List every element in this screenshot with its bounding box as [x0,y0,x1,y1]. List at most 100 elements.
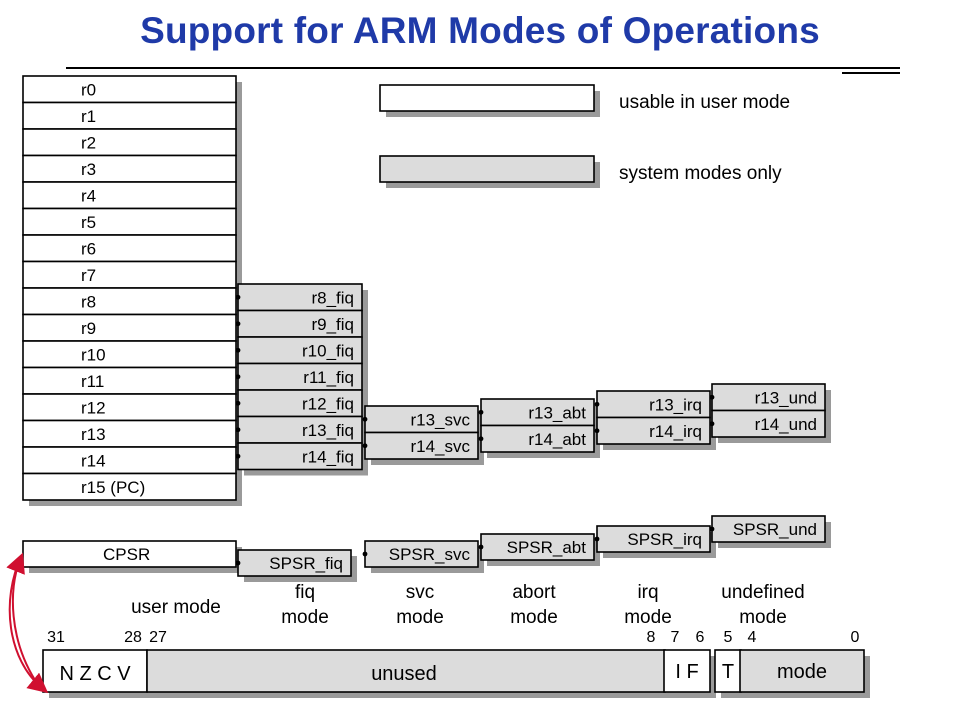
connector-dot [594,401,600,407]
user-register-box [22,393,237,422]
fiq-register-label: r8_fiq [311,289,354,308]
connector-dot [235,453,241,459]
psr-bit-number: 28 [124,629,142,646]
spsr-register-box [480,533,595,561]
und-register-label: r14_und [755,415,817,434]
fiq-register-box [237,283,363,312]
connector-dot [362,551,368,557]
user-register-box [22,313,237,342]
user-register-box [22,260,237,289]
user-register-label: r12 [81,399,106,418]
irq-register-label: r14_irq [649,422,702,441]
psr-bit-number: 31 [47,629,65,646]
svc-register-box [364,405,479,434]
user-register-box [22,287,237,316]
abt-register-label: r13_abt [528,404,586,423]
fiq-register-label: r12_fiq [302,395,354,414]
psr-bit-number: 4 [748,629,757,646]
psr-bit-number: 0 [851,629,860,646]
spsr-register-box [237,549,352,577]
user-register-box [22,181,237,210]
fiq-register-label: r11_fiq [303,368,354,387]
user-register-label: r1 [81,107,96,126]
connector-dot [709,394,715,400]
psr-bit-number: 6 [696,629,705,646]
user-register-label: r9 [81,319,96,338]
user-register-label: r15 (PC) [81,478,145,497]
user-register-box [22,446,237,475]
spsr-register-label: SPSR_und [733,520,817,539]
fiq-register-label: r13_fiq [302,421,354,440]
abt-register-box [480,398,595,427]
abt-register-box [480,424,595,453]
und-register-box [711,383,826,412]
cpsr-register-box [22,540,237,568]
user-register-label: r14 [81,452,106,471]
connector-dot [709,421,715,427]
fiq-register-label: r9_fiq [311,315,354,334]
user-register-label: r11 [81,372,104,391]
fiq-register-label: r10_fiq [302,342,354,361]
user-register-label: r7 [81,266,96,285]
legend-system-swatch [379,155,595,183]
format-cpsr-arrow [6,552,36,681]
user-register-box [22,75,237,104]
legend-system-label: system modes only [619,163,782,184]
irq-register-box [596,416,711,445]
fiq-register-box [237,336,363,365]
user-register-box [22,366,237,395]
psr-bit-number: 5 [724,629,733,646]
spsr-register-label: SPSR_svc [389,545,471,564]
connector-dot [235,374,241,380]
user-register-box [22,154,237,183]
user-register-label: r6 [81,240,96,259]
connector-dot [478,409,484,415]
user-register-label: r3 [81,160,96,179]
user-register-box [22,419,237,448]
spsr-register-box [711,515,826,543]
user-register-label: r13 [81,425,106,444]
fiq-register-box [237,389,363,418]
spsr-register-box [596,525,711,553]
svc-register-label: r13_svc [410,411,470,430]
user-register-box [22,340,237,369]
legend-user-label: usable in user mode [619,92,790,113]
connector-dot [235,400,241,406]
connector-dot [235,347,241,353]
fiq-register-box [237,415,363,444]
psr-mode-field [739,649,865,693]
spsr-register-label: SPSR_abt [507,538,587,557]
spsr-register-label: SPSR_irq [627,530,702,549]
user-register-box [22,207,237,236]
connector-dot [709,526,715,532]
legend: usable in user mode system modes only [379,84,790,188]
connector-dot [362,443,368,449]
connector-dot [478,544,484,550]
user-register-box [22,128,237,157]
psr-flags-field [42,649,148,693]
und-register-box [711,409,826,438]
user-register-box [22,101,237,130]
psr-t-label: T [722,661,734,683]
cpsr-register-label: CPSR [103,545,150,564]
user-register-box [22,472,237,501]
user-register-box [22,234,237,263]
spsr-register-box [364,540,479,568]
connector-dot [235,560,241,566]
psr-bit-number: 27 [149,629,167,646]
psr-if-field [663,649,711,693]
irq-register-label: r13_irq [649,396,702,415]
psr-format-bar: N Z C V unused I F T mode [42,649,870,698]
connector-dot [362,416,368,422]
psr-unused-field [146,649,666,693]
irq-register-box [596,390,711,419]
user-register-label: r0 [81,81,96,100]
